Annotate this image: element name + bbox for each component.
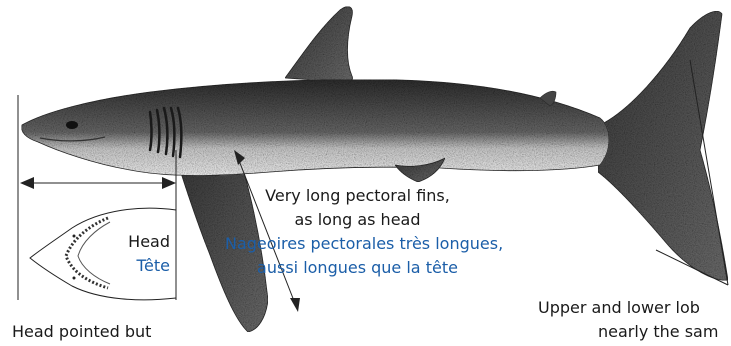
tail-label-en-1: Upper and lower lob [538,298,700,318]
pectoral-label-en-2: as long as head [255,210,460,230]
nostril-top [73,235,76,238]
head-underside-sketch [30,208,176,300]
nostril-bottom [73,277,76,280]
tail-label-en-2: nearly the sam [598,322,718,342]
head-shape-label-en: Head pointed but [12,322,151,342]
head-label-en: Head [108,232,170,252]
eye [66,121,78,129]
jaw-teeth [66,218,108,288]
caudal-fin [598,11,728,280]
shark-body [22,80,609,176]
dorsal-fin [285,7,353,82]
pectoral-label-fr-2: aussi longues que la tête [235,258,480,278]
pectoral-label-en-1: Very long pectoral fins, [255,186,460,206]
pectoral-label-fr-1: Nageoires pectorales très longues, [225,234,490,254]
head-label-fr: Tête [108,256,170,276]
